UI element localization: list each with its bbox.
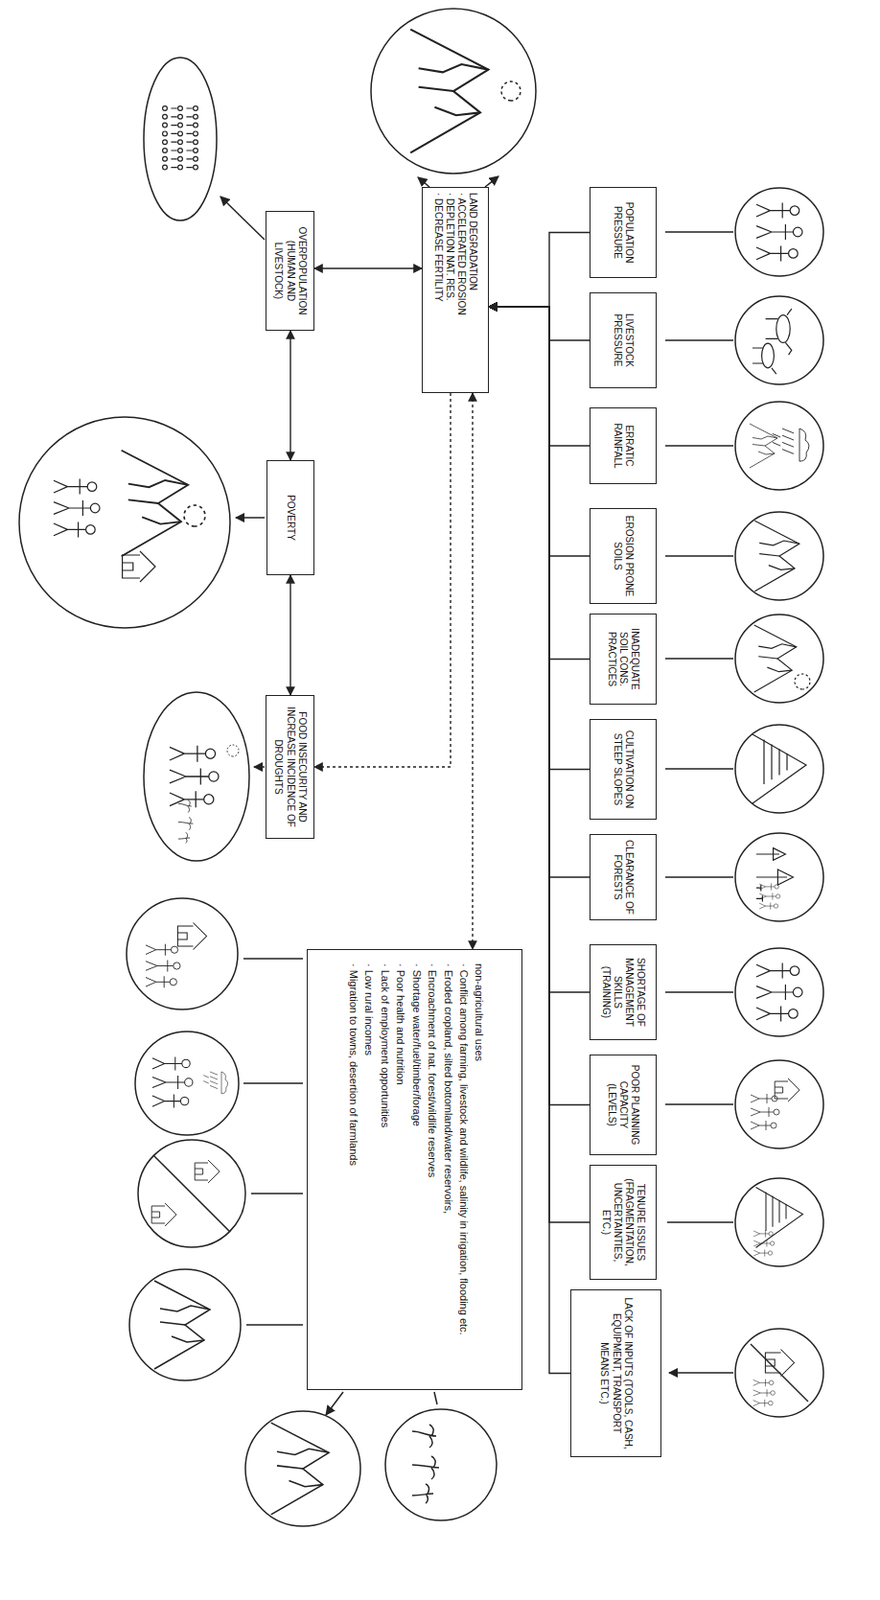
- box-text: POPULATION PRESSURE: [611, 192, 635, 273]
- cause-box: EROSION PRONE SOILS: [589, 508, 657, 604]
- box-text: · Poor health and nutrition: [393, 963, 407, 1376]
- box-text: FOOD INSECURITY AND INCREASE INCIDENCE O…: [272, 700, 308, 834]
- connector: [488, 306, 590, 556]
- box-text: · Conflict among farming, livestock and …: [457, 963, 470, 1376]
- cause-box: ERRATIC RAINFALL: [589, 407, 657, 485]
- box-text: POOR PLANNING CAPACITY (LEVELS): [605, 1060, 642, 1150]
- cause-box: POOR PLANNING CAPACITY (LEVELS): [589, 1054, 657, 1156]
- box-text: · Shortage water/fuel/timber/forage: [409, 963, 422, 1376]
- box-text: · ACCELERATED EROSION: [455, 192, 467, 388]
- box-text: · DEPLETION NAT. RES.: [443, 192, 456, 388]
- connector: [488, 306, 590, 660]
- cause-box: INADEQUATE SOIL CONS. PRACTICES: [589, 613, 657, 705]
- box-text: · Encroachment of nat. forest/wildlife r…: [425, 963, 439, 1376]
- connector: [289, 575, 291, 695]
- effect-pictures: [19, 57, 265, 861]
- box-text: ERRATIC RAINFALL: [611, 413, 635, 479]
- box-text: non-agricultural uses: [472, 963, 486, 1376]
- cause-pictures: [735, 187, 824, 1417]
- box-text: EROSION PRONE SOILS: [611, 513, 635, 599]
- connector: [289, 330, 291, 461]
- cause-box: TENURE ISSUES (FRAGMENTATION, UNCERTAINT…: [589, 1164, 657, 1280]
- connector: [314, 393, 451, 767]
- cause-arrows: [665, 231, 734, 1373]
- box-text: CULTIVATION ON STEEP SLOPES: [611, 724, 635, 814]
- box-text: SHORTAGE OF MANAGEMENT SKILLS (TRAINING): [600, 949, 648, 1035]
- box-text: · Low rural incomes: [362, 963, 375, 1376]
- connector: [488, 306, 590, 446]
- consequence-box: non-agricultural uses· Conflict among fa…: [306, 949, 523, 1390]
- cause-box: LACK OF INPUTS (TOOLS, CASH, EQUIPMENT, …: [570, 1289, 662, 1458]
- connector: [471, 393, 473, 950]
- box-text: · Migration to towns, desertion of farml…: [347, 963, 360, 1376]
- box-text: LIVESTOCK PRESSURE: [611, 298, 635, 383]
- cause-box: POPULATION PRESSURE: [589, 186, 657, 278]
- box-text: INADEQUATE SOIL CONS. PRACTICES: [605, 619, 642, 699]
- box-text: TENURE ISSUES (FRAGMENTATION, UNCERTAINT…: [600, 1170, 648, 1274]
- box-text: CLEARANCE OF FORESTS: [611, 839, 635, 915]
- cause-box: CLEARANCE OF FORESTS: [589, 833, 657, 921]
- box-text: POVERTY: [284, 465, 297, 570]
- cause-box: CULTIVATION ON STEEP SLOPES: [589, 718, 657, 820]
- box-text: OVERPOPULATION (HUMAN AND LIVESTOCK): [272, 216, 308, 325]
- connector: [488, 306, 590, 878]
- connector: [488, 306, 590, 770]
- connector: [488, 306, 590, 341]
- degradation-picture: [370, 8, 536, 187]
- problem-box: LAND DEGRADATION· ACCELERATED EROSION· D…: [421, 186, 489, 394]
- cause-box: SHORTAGE OF MANAGEMENT SKILLS (TRAINING): [589, 944, 657, 1041]
- cause-box: LIVESTOCK PRESSURE: [589, 292, 657, 389]
- connector: [488, 306, 590, 993]
- connector: [314, 267, 422, 269]
- box-text: · DECREASE FERTILITY: [432, 192, 444, 388]
- box-text: · Lack of employment opportunities: [377, 963, 391, 1376]
- effect-box: FOOD INSECURITY AND INCREASE INCIDENCE O…: [265, 694, 315, 839]
- box-heading: LAND DEGRADATION: [466, 192, 479, 388]
- effect-box: POVERTY: [266, 460, 315, 576]
- connector: [488, 232, 590, 308]
- box-text: · Eroded cropland, silted bottomland/wat…: [440, 963, 454, 1376]
- box-text: LACK OF INPUTS (TOOLS, CASH, EQUIPMENT, …: [598, 1295, 634, 1452]
- effect-box: OVERPOPULATION (HUMAN AND LIVESTOCK): [265, 210, 315, 331]
